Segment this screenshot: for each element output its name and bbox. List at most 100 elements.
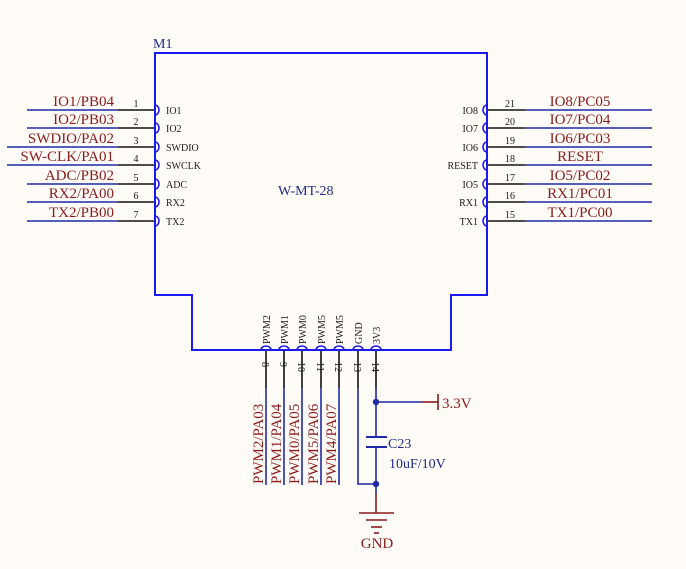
bottom-pin: PWM1/PA04 9 PWM1	[269, 315, 291, 485]
pin-bubble-icon	[278, 345, 290, 351]
pin-bubble-icon	[315, 345, 327, 351]
pin-name: IO6	[462, 143, 478, 154]
pin-number: 4	[134, 154, 139, 165]
pin-name: PWM1	[280, 315, 291, 344]
bottom-pin: 14 3V3	[369, 327, 383, 388]
junction-dot-gnd	[372, 480, 380, 488]
pin-name: IO7	[462, 124, 478, 135]
pin-number: 14	[369, 362, 380, 372]
pin-name: SWCLK	[166, 161, 202, 172]
bottom-pin: PWM0/PA05 10 PWM0	[287, 315, 309, 485]
pin-name: RX1	[459, 198, 478, 209]
pin-name: TX2	[166, 217, 184, 228]
pin-name: GND	[354, 322, 365, 344]
pin-bubble-icon	[482, 141, 488, 153]
pin-name: IO8	[462, 106, 478, 117]
component-designator: M1	[153, 37, 172, 52]
pin-bubble-icon	[154, 196, 160, 208]
pin-number: 15	[505, 210, 515, 221]
pin-number: 18	[505, 154, 515, 165]
capacitor-value: 10uF/10V	[389, 457, 446, 472]
pin-number: 3	[134, 136, 139, 147]
pin-bubble-icon	[482, 196, 488, 208]
net-label: IO5/PC02	[550, 168, 611, 184]
power-port-label: 3.3V	[442, 396, 472, 412]
pin-number: 2	[134, 117, 139, 128]
pin-bubble-icon	[352, 345, 364, 351]
net-label: IO7/PC04	[550, 112, 611, 128]
net-label: RX2/PA00	[49, 186, 114, 202]
pin-number: 1	[134, 99, 139, 110]
net-label: IO1/PB04	[53, 94, 114, 110]
ground-icon	[359, 512, 394, 534]
capacitor-designator: C23	[388, 437, 411, 452]
pin-name: ADC	[166, 180, 187, 191]
left-pin-group: 1IO1IO1/PB042IO2IO2/PB033SWDIOSWDIO/PA02…	[7, 94, 202, 228]
bottom-pin: PWM4/PA07 12 PWM5	[324, 315, 346, 485]
pin-bubble-icon	[154, 104, 160, 116]
net-label: IO6/PC03	[550, 131, 611, 147]
pin-name: RX2	[166, 198, 185, 209]
net-label: RESET	[557, 149, 603, 165]
pin-name: 3V3	[372, 327, 383, 344]
pin-number: 10	[295, 362, 306, 372]
net-label: RX1/PC01	[547, 186, 613, 202]
pin-number: 19	[505, 136, 515, 147]
pin-bubble-icon	[154, 178, 160, 190]
pin-name: IO2	[166, 124, 182, 135]
pin-name: IO5	[462, 180, 478, 191]
net-label: SW-CLK/PA01	[20, 149, 114, 165]
bottom-pin-group: PWM2/PA038PWM2PWM1/PA049PWM1PWM0/PA0510P…	[251, 315, 383, 485]
net-label: SWDIO/PA02	[28, 131, 114, 147]
pin-number: 13	[351, 362, 362, 372]
pin-name: PWM0	[298, 315, 309, 344]
net-label: PWM2/PA03	[251, 404, 267, 484]
pin-bubble-icon	[154, 159, 160, 171]
capacitor-symbol	[366, 436, 387, 448]
net-label: PWM0/PA05	[287, 404, 303, 484]
pin-bubble-icon	[482, 178, 488, 190]
module-outline	[154, 52, 488, 351]
pin-number: 8	[259, 362, 270, 367]
pin-bubble-icon	[482, 104, 488, 116]
pin-name: RESET	[447, 161, 478, 172]
net-label: PWM4/PA07	[324, 403, 340, 484]
pin-name: SWDIO	[166, 143, 199, 154]
component-part-name: W-MT-28	[278, 184, 333, 199]
net-label: PWM1/PA04	[269, 403, 285, 484]
pin-number: 12	[332, 362, 343, 372]
pin-name: PWM2	[262, 315, 273, 344]
pin-number: 11	[314, 362, 325, 372]
pin-bubble-icon	[296, 345, 308, 351]
net-label: PWM5/PA06	[306, 403, 322, 484]
net-label: ADC/PB02	[45, 168, 114, 184]
pin-number: 7	[134, 210, 139, 221]
bottom-pin: PWM2/PA03 8 PWM2	[251, 315, 273, 485]
ground-label: GND	[361, 536, 394, 552]
pin-name: TX1	[460, 217, 478, 228]
pin-name: PWM5	[335, 315, 346, 344]
pin-bubble-icon	[370, 345, 382, 351]
right-pin-group: 21IO8IO8/PC0520IO7IO7/PC0419IO6IO6/PC031…	[447, 94, 652, 228]
net-label: IO8/PC05	[550, 94, 611, 110]
pin-bubble-icon	[260, 345, 272, 351]
net-label: IO2/PB03	[53, 112, 114, 128]
pin-number: 9	[277, 362, 288, 367]
net-label: TX2/PB00	[49, 205, 114, 221]
pin-number: 6	[134, 191, 139, 202]
